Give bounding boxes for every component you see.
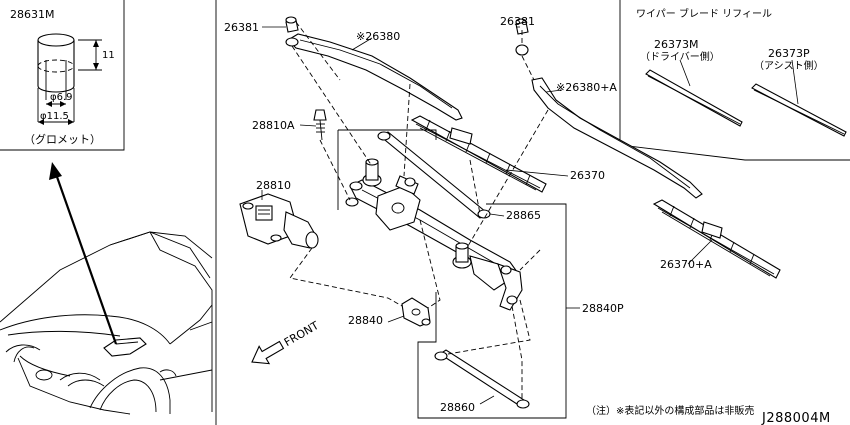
bolt-28810a [313, 109, 327, 141]
label-28810a: 28810A [252, 119, 295, 132]
inset-part-number: 28631M [10, 8, 54, 21]
inner-diameter-dimension: φ6.9 [46, 92, 73, 107]
assembly-dashes [289, 21, 549, 400]
label-28840p: 28840P [582, 302, 624, 315]
label-28865: 28865 [506, 209, 541, 222]
grommet-icon [37, 33, 75, 122]
label-28860: 28860 [440, 401, 475, 414]
dim-inner-diameter-label: φ6.9 [50, 92, 73, 103]
label-26370: 26370 [570, 169, 605, 182]
refill-driver [645, 69, 743, 127]
leader-lines [261, 26, 799, 405]
dim-outer-diameter-label: φ11.5 [40, 111, 69, 122]
link-rod-28860 [434, 349, 530, 409]
car-outline [0, 231, 213, 415]
label-28810: 28810 [256, 179, 291, 192]
label-26370a: 26370+A [660, 258, 712, 271]
footnote: （注）※表記以外の構成部品は非販売 [586, 404, 754, 417]
height-dimension: 11 [78, 39, 115, 71]
label-26373p: 26373P [768, 47, 810, 60]
driver-side-label: （ドライバー側） [640, 50, 720, 63]
inset-frame [0, 0, 125, 151]
assist-side-label: （アシスト側） [754, 59, 824, 72]
wiper-arm-driver [285, 16, 463, 121]
label-26373m: 26373M [654, 38, 698, 51]
front-arrow: FRONT [251, 319, 321, 365]
refill-frame [619, 0, 850, 161]
refill-title: ワイパー ブレード リフィール [636, 7, 772, 20]
wiper-motor-28810 [239, 193, 319, 249]
front-label: FRONT [282, 319, 321, 349]
grommet-inset: 28631M 11 φ6.9 [0, 0, 125, 151]
wiper-arm-assist [515, 18, 703, 199]
wiper-blade-driver [410, 115, 547, 193]
label-28840: 28840 [348, 314, 383, 327]
pointer-arrow [49, 162, 118, 345]
label-26380: ※26380 [356, 30, 400, 43]
linkage-frame [337, 129, 567, 419]
bracket-28840 [401, 297, 431, 327]
inset-caption: （グロメット） [24, 132, 101, 146]
linkage-assembly [345, 131, 523, 311]
refill-assist [751, 83, 847, 137]
outer-diameter-dimension: φ11.5 [38, 111, 74, 125]
diagram-code: J288004M [761, 411, 831, 425]
wiper-blade-assist [652, 199, 781, 279]
label-26380a: ※26380+A [556, 81, 617, 94]
dim-height-label: 11 [102, 50, 115, 61]
label-26381-right: 26381 [500, 15, 535, 28]
label-26381-left: 26381 [224, 21, 259, 34]
